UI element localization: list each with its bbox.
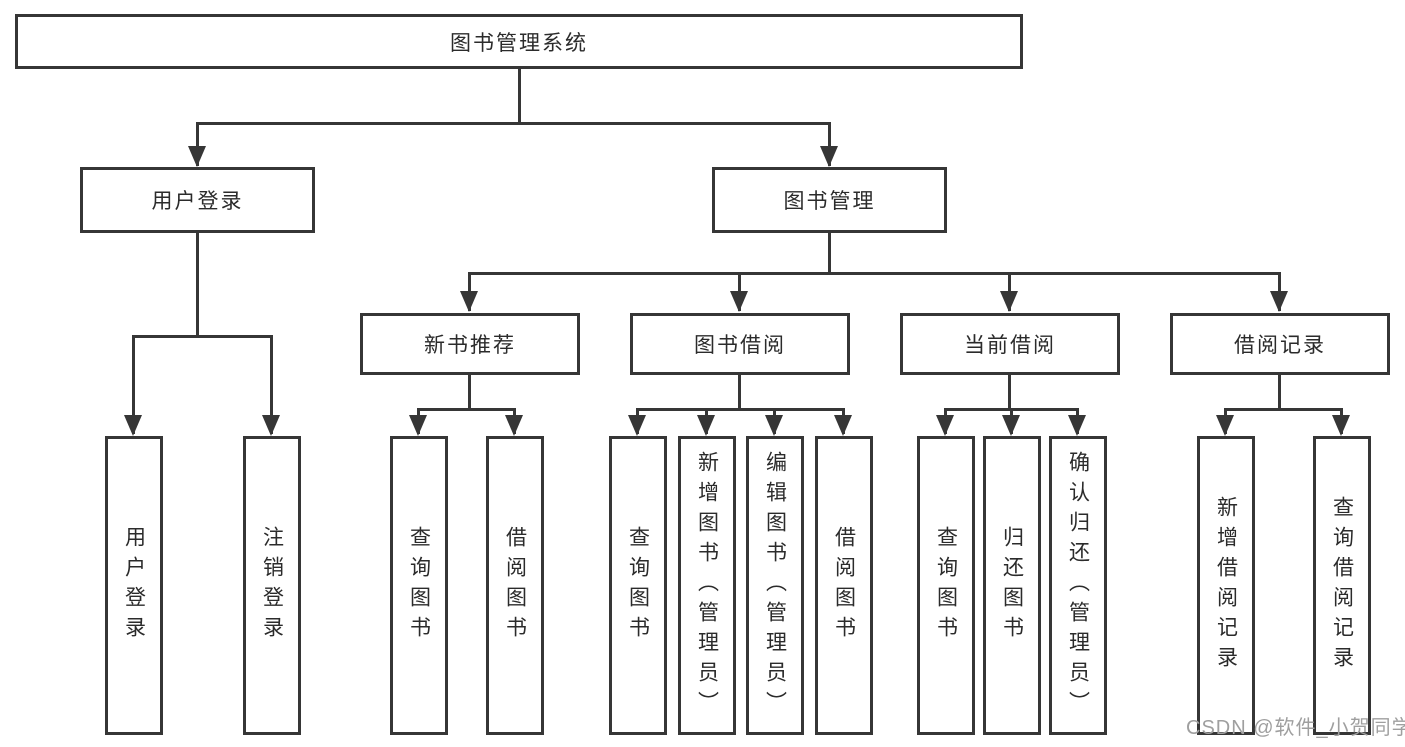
- arrow-down-icon: [505, 415, 523, 436]
- node-label: 借阅图书: [832, 525, 856, 646]
- node-query-books-borrowing: 查询图书: [609, 436, 667, 735]
- node-label: 图书管理: [783, 190, 876, 213]
- arrow-down-icon: [730, 291, 748, 312]
- node-label: 查询图书: [407, 525, 431, 646]
- arrow-down-icon: [409, 415, 427, 436]
- arrow-down-icon: [1332, 415, 1350, 436]
- node-query-books-current: 查询图书: [917, 436, 975, 735]
- arrow-down-icon: [124, 415, 142, 436]
- node-borrow-books-borrowing: 借阅图书: [815, 436, 873, 735]
- arrow-down-icon: [1216, 415, 1234, 436]
- node-book-management: 图书管理: [712, 167, 947, 233]
- node-query-borrow-record: 查询借阅记录: [1313, 436, 1371, 735]
- node-label: 图书借阅: [694, 334, 786, 357]
- connector-line: [828, 233, 831, 275]
- node-confirm-return-admin: 确认归还（管理员）: [1049, 436, 1107, 735]
- node-label: 查询借阅记录: [1330, 495, 1354, 676]
- node-label: 新增图书（管理员）: [695, 450, 719, 721]
- node-label: 新书推荐: [424, 334, 516, 357]
- arrow-down-icon: [834, 415, 852, 436]
- connector-line: [1008, 375, 1011, 411]
- node-label: 用户登录: [151, 190, 244, 213]
- connector-line: [518, 68, 521, 125]
- node-label: 用户登录: [122, 525, 146, 646]
- connector-line: [1278, 375, 1281, 411]
- node-user-login: 用户登录: [80, 167, 315, 233]
- node-label: 确认归还（管理员）: [1066, 450, 1090, 721]
- node-book-borrowing: 图书借阅: [630, 313, 850, 375]
- arrow-down-icon: [697, 415, 715, 436]
- node-label: 借阅图书: [503, 525, 527, 646]
- connector-line: [196, 233, 199, 338]
- node-query-books-recommend: 查询图书: [390, 436, 448, 735]
- csdn-watermark: CSDN @软件_小贺同学: [1186, 717, 1405, 739]
- node-login: 用户登录: [105, 436, 163, 735]
- node-label: 借阅记录: [1234, 334, 1326, 357]
- node-label: 当前借阅: [964, 334, 1056, 357]
- arrow-down-icon: [1002, 415, 1020, 436]
- node-label: 归还图书: [1000, 525, 1024, 646]
- arrow-down-icon: [1068, 415, 1086, 436]
- arrow-down-icon: [262, 415, 280, 436]
- node-borrowing-records: 借阅记录: [1170, 313, 1390, 375]
- arrow-down-icon: [460, 291, 478, 312]
- connector-line: [738, 375, 741, 411]
- connector-line: [1224, 408, 1343, 411]
- connector-line: [132, 335, 273, 338]
- connector-line: [132, 335, 135, 434]
- connector-line: [417, 408, 516, 411]
- connector-line: [828, 122, 831, 166]
- node-new-book-recommend: 新书推荐: [360, 313, 580, 375]
- arrow-down-icon: [765, 415, 783, 436]
- connector-line: [196, 122, 199, 166]
- node-current-borrowing: 当前借阅: [900, 313, 1120, 375]
- arrow-down-icon: [1000, 291, 1018, 312]
- node-label: 编辑图书（管理员）: [763, 450, 787, 721]
- connector-line: [196, 122, 831, 125]
- node-logout: 注销登录: [243, 436, 301, 735]
- node-label: 注销登录: [260, 525, 284, 646]
- node-label: 新增借阅记录: [1214, 495, 1238, 676]
- arrow-down-icon: [628, 415, 646, 436]
- connector-line: [468, 375, 471, 411]
- node-label: 图书管理系统: [450, 31, 588, 55]
- arrow-down-icon: [936, 415, 954, 436]
- node-add-borrow-record: 新增借阅记录: [1197, 436, 1255, 735]
- connector-line: [636, 408, 845, 411]
- node-root: 图书管理系统: [15, 14, 1023, 69]
- connector-line: [270, 335, 273, 434]
- connector-line: [468, 272, 1281, 275]
- node-label: 查询图书: [934, 525, 958, 646]
- arrow-down-icon: [820, 146, 838, 167]
- node-edit-books-admin: 编辑图书（管理员）: [746, 436, 804, 735]
- node-borrow-books-recommend: 借阅图书: [486, 436, 544, 735]
- arrow-down-icon: [1270, 291, 1288, 312]
- arrow-down-icon: [188, 146, 206, 167]
- node-return-books: 归还图书: [983, 436, 1041, 735]
- node-add-books-admin: 新增图书（管理员）: [678, 436, 736, 735]
- node-label: 查询图书: [626, 525, 650, 646]
